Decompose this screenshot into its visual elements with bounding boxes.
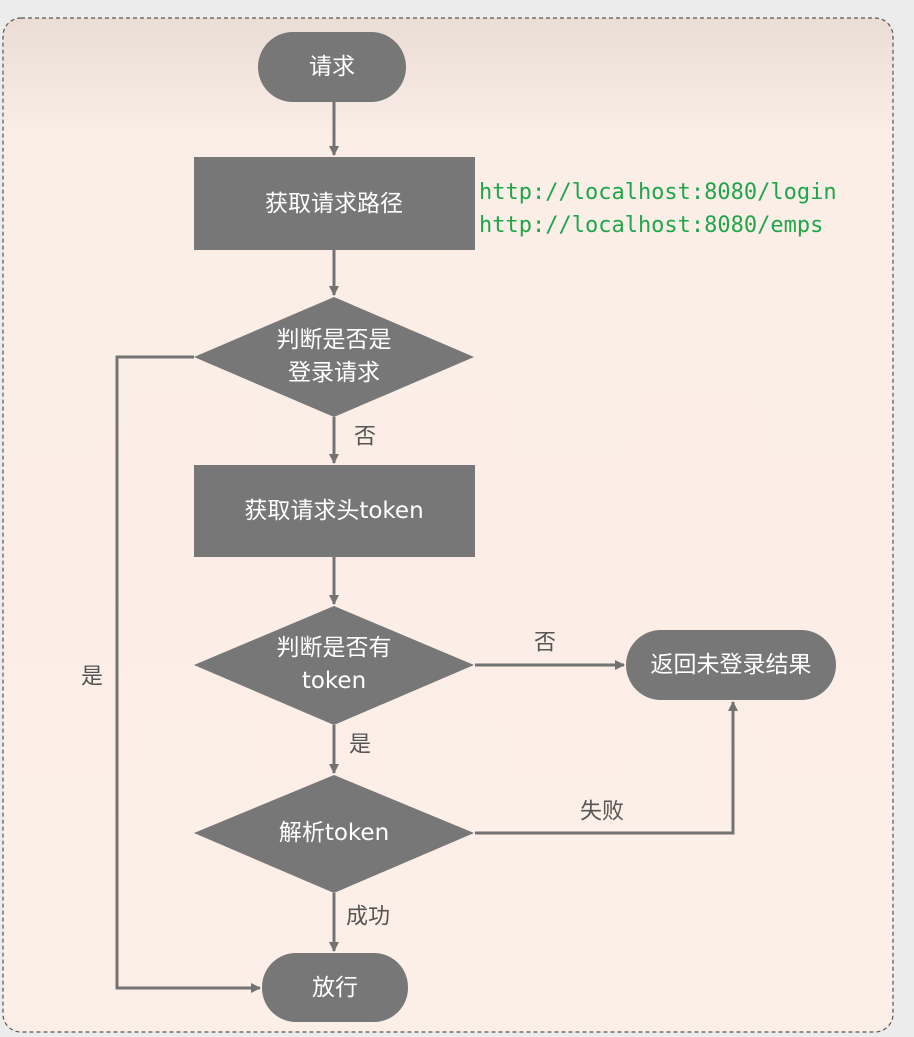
url-emps: http://localhost:8080/emps [479, 213, 823, 238]
edge-label-login-no: 否 [354, 425, 376, 450]
node-get-token [194, 465, 475, 557]
node-get-path [194, 157, 475, 250]
node-has-token-label-2: token [302, 668, 366, 694]
node-has-token [194, 606, 474, 725]
node-is-login-label-2: 登录请求 [288, 360, 380, 386]
node-parse-token-label: 解析token [279, 820, 389, 846]
node-start-label: 请求 [309, 54, 355, 80]
node-has-token-label-1: 判断是否有 [277, 635, 392, 661]
node-pass [262, 953, 408, 1022]
node-not-logged-result [626, 630, 836, 700]
node-is-login [194, 297, 474, 417]
node-get-token-label: 获取请求头token [244, 498, 423, 524]
node-is-login-label-1: 判断是否是 [277, 327, 392, 353]
url-login: http://localhost:8080/login [479, 180, 837, 205]
node-not-logged-result-label: 返回未登录结果 [651, 652, 812, 678]
node-get-path-label: 获取请求路径 [265, 191, 403, 217]
edge-label-parse-success: 成功 [346, 905, 390, 930]
edge-label-parse-fail: 失败 [580, 800, 624, 825]
node-start [258, 32, 406, 102]
edge-label-token-no: 否 [534, 631, 556, 656]
edge-label-login-yes: 是 [81, 665, 103, 690]
node-pass-label: 放行 [312, 975, 358, 1001]
edge-login-yes [115, 355, 261, 993]
node-parse-token [194, 775, 474, 893]
edge-label-token-yes: 是 [349, 733, 371, 758]
edge-parse-fail [475, 701, 738, 835]
